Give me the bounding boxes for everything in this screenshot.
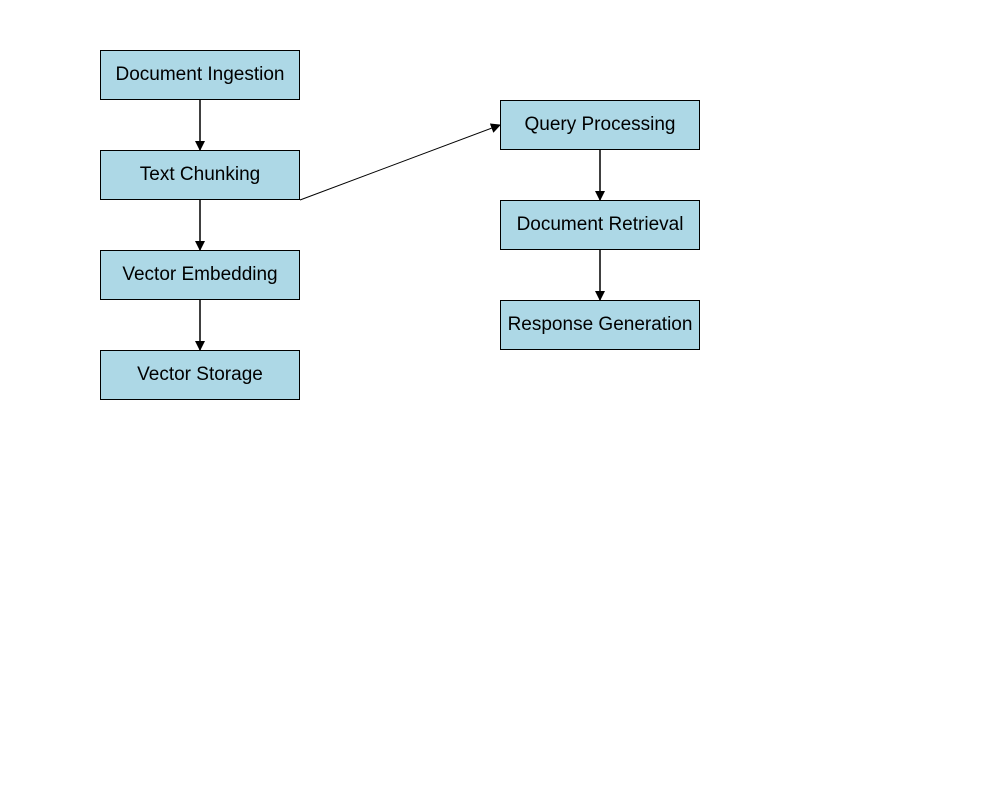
edge-text-chunking-to-query-processing [299,123,501,201]
node-text-chunking: Text Chunking [100,150,300,200]
node-document-ingestion: Document Ingestion [100,50,300,100]
node-vector-storage: Vector Storage [100,350,300,400]
node-label: Vector Storage [137,364,263,385]
node-query-processing: Query Processing [500,100,700,150]
node-label: Text Chunking [139,164,261,185]
node-response-generation: Response Generation [500,300,700,350]
node-label: Query Processing [524,114,676,135]
node-label: Vector Embedding [122,264,278,285]
node-label: Document Ingestion [115,64,285,85]
node-vector-embedding: Vector Embedding [100,250,300,300]
node-label: Response Generation [507,314,693,335]
node-label: Document Retrieval [516,214,684,235]
node-document-retrieval: Document Retrieval [500,200,700,250]
